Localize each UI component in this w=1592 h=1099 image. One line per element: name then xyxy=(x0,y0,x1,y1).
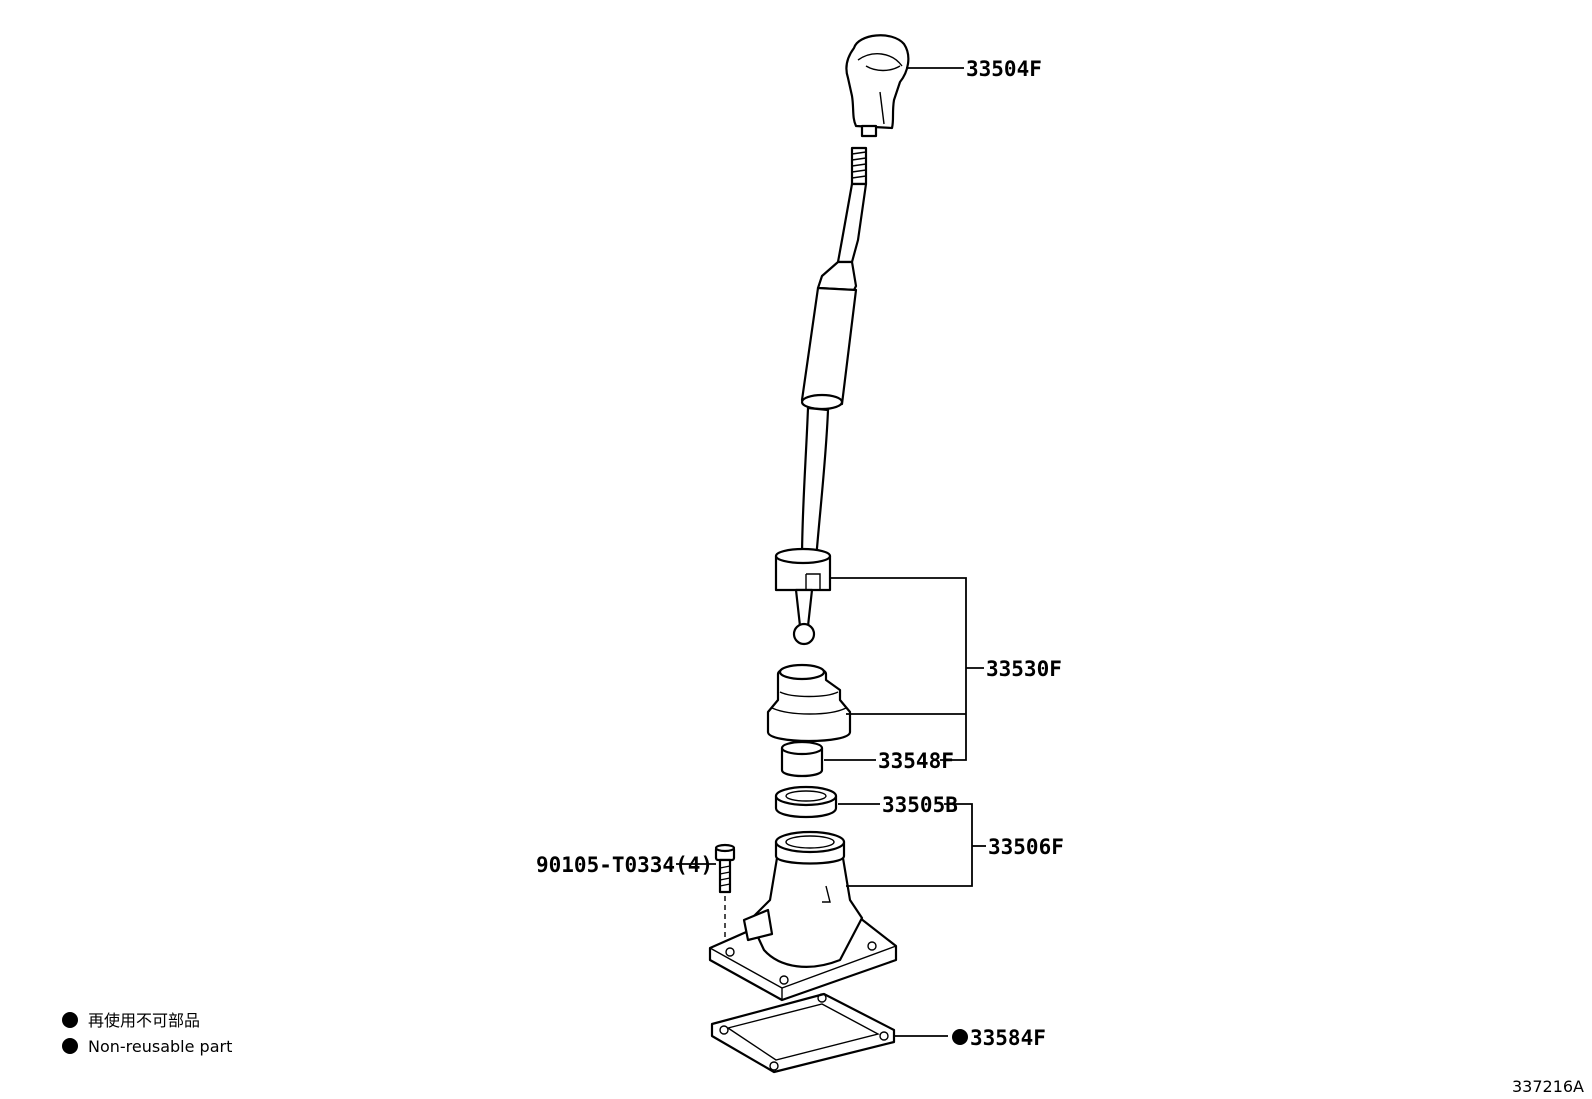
legend-jp: 再使用不可部品 xyxy=(88,1011,200,1030)
legend: 再使用不可部品 Non-reusable part xyxy=(62,1011,232,1056)
bolt xyxy=(714,843,736,940)
label-bushing: 33548F xyxy=(878,749,954,773)
legend-marker-jp xyxy=(62,1012,78,1028)
shift-lever xyxy=(774,146,868,646)
lever-boot xyxy=(766,663,852,743)
retainer-housing xyxy=(708,830,898,1002)
label-seal: 33505B xyxy=(882,793,958,817)
label-knob: 33504F xyxy=(966,57,1042,81)
gasket xyxy=(710,992,896,1074)
label-bolt: 90105-T0334(4) xyxy=(536,853,713,877)
label-retainer: 33506F xyxy=(988,835,1064,859)
bushing xyxy=(780,740,824,778)
leader-lines xyxy=(676,67,986,1037)
figure-id: 337216A xyxy=(1512,1077,1584,1096)
non-reusable-marker xyxy=(952,1029,968,1045)
legend-en: Non-reusable part xyxy=(88,1037,232,1056)
shift-knob xyxy=(845,34,910,138)
label-gasket: 33584F xyxy=(970,1026,1046,1050)
oil-seal xyxy=(774,785,838,819)
legend-marker-en xyxy=(62,1038,78,1054)
label-lever-assy: 33530F xyxy=(986,657,1062,681)
